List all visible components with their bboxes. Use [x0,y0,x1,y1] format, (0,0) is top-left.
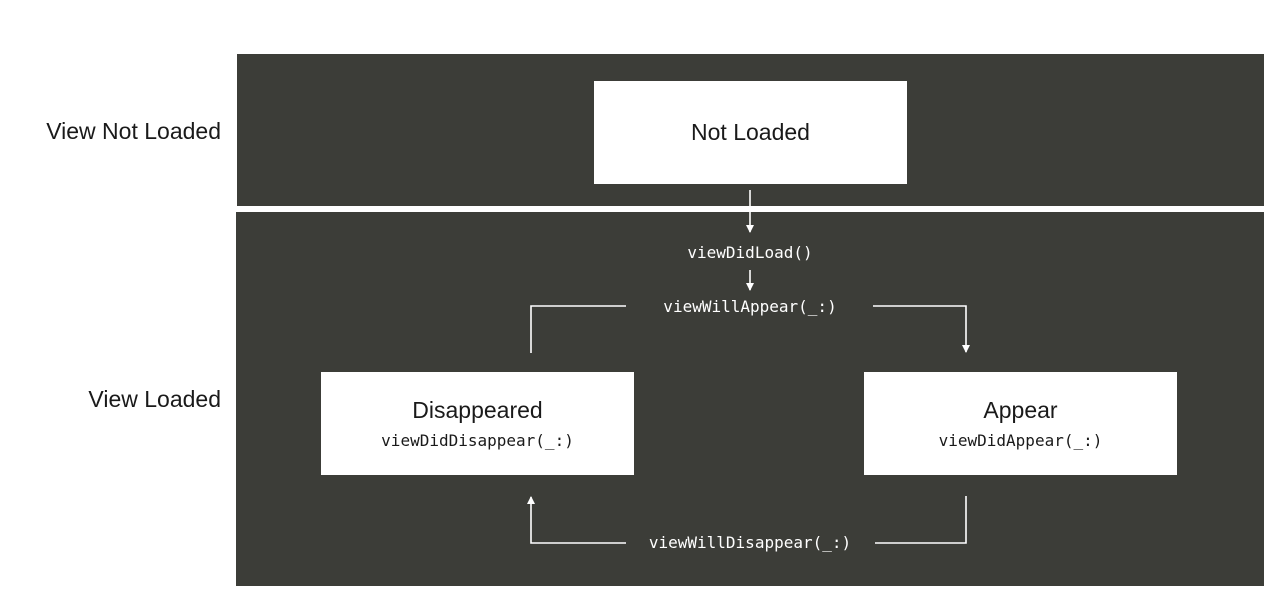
state-title-appear: Appear [983,396,1058,423]
state-box-not-loaded: Not Loaded [594,81,907,184]
connector-disappeared-to-view-will-appear [530,305,626,353]
arrow-view-will-disappear-to-disappeared [527,496,626,544]
transition-label-view-did-load: viewDidLoad() [687,243,813,262]
state-title-not-loaded: Not Loaded [691,119,810,146]
state-title-disappeared: Disappeared [412,396,543,423]
transition-label-view-will-appear: viewWillAppear(_:) [663,297,837,316]
section-label-view-not-loaded: View Not Loaded [46,118,221,144]
state-box-appear: Appear viewDidAppear(_:) [864,372,1177,475]
section-label-view-loaded: View Loaded [88,386,221,412]
arrow-view-will-appear-to-appear [873,305,970,353]
state-method-view-did-appear: viewDidAppear(_:) [938,431,1103,451]
state-box-disappeared: Disappeared viewDidDisappear(_:) [321,372,634,475]
transition-label-view-will-disappear: viewWillDisappear(_:) [648,533,852,552]
state-method-view-did-disappear: viewDidDisappear(_:) [381,431,574,451]
connector-appear-to-view-will-disappear [875,496,967,544]
